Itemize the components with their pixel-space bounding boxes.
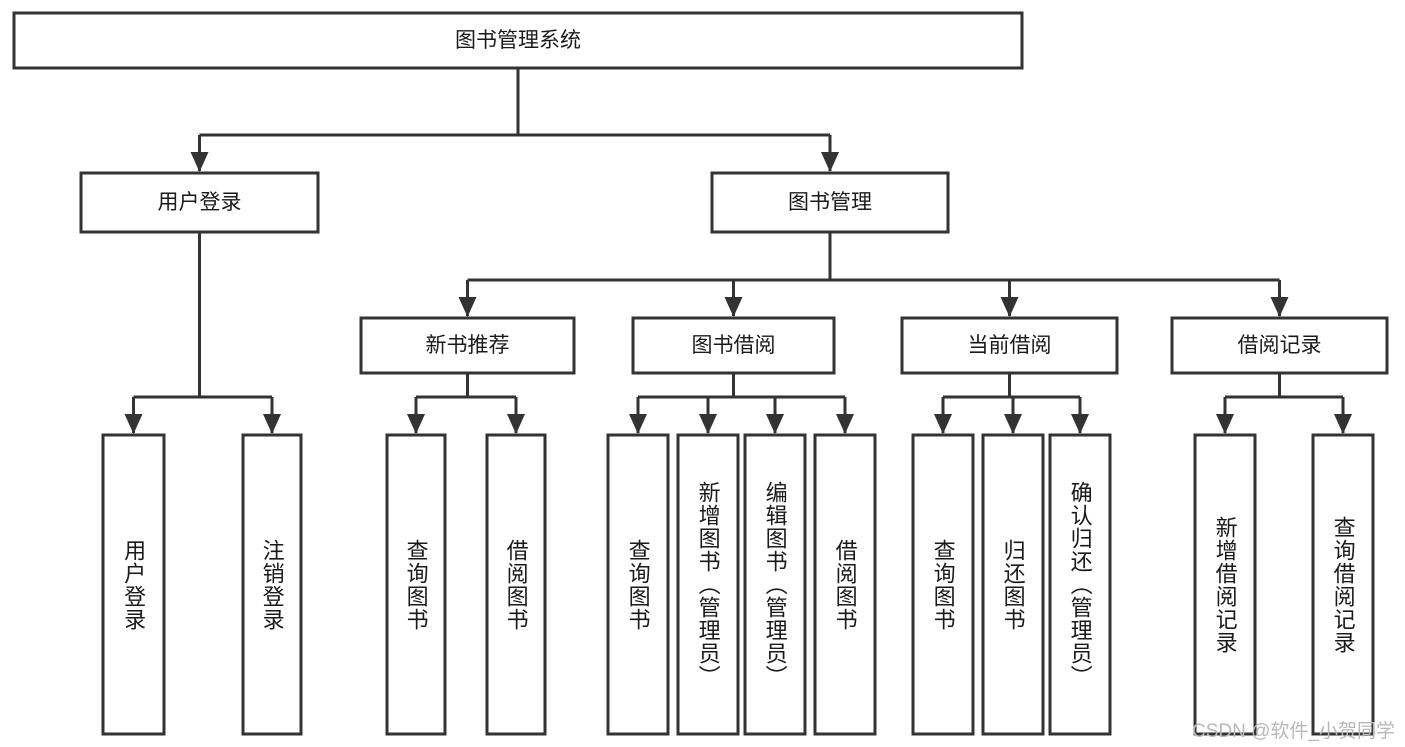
node-box-current-borrow[interactable] [900,316,1119,375]
node-box-leaf-query-book-2[interactable] [606,433,670,736]
arrow-head-icon [407,414,425,434]
node-label-root: 图书管理系统 [455,29,581,52]
node-box-leaf-edit-book[interactable] [743,433,807,736]
node-box-leaf-borrow-book-2[interactable] [813,433,877,736]
node-box-leaf-logout-login[interactable] [241,433,303,736]
node-box-borrow-record[interactable] [1170,316,1389,375]
arrow-head-icon [724,297,743,317]
arrow-head-icon [836,414,854,434]
node-box-user-login[interactable] [79,171,320,234]
node-box-book-management[interactable] [710,171,950,234]
arrow-head-icon [1000,297,1019,317]
arrow-head-icon [124,414,143,434]
arrow-head-icon [458,297,477,317]
node-label-current-borrow: 当前借阅 [968,334,1052,357]
arrow-head-icon [263,414,281,434]
arrow-head-icon [821,152,839,172]
node-box-leaf-add-record[interactable] [1193,433,1257,736]
arrow-head-icon [190,152,209,172]
node-label-book-management: 图书管理 [788,191,872,214]
node-box-root[interactable] [12,11,1024,70]
node-box-leaf-return-book[interactable] [981,433,1045,736]
node-box-leaf-confirm-return[interactable] [1048,433,1112,736]
arrow-head-icon [1216,414,1234,434]
arrow-head-icon [1071,414,1089,434]
node-boxes-layer [12,11,1389,736]
node-box-leaf-user-login[interactable] [101,433,166,736]
node-box-book-borrow[interactable] [631,316,836,375]
node-label-borrow-record: 借阅记录 [1238,334,1322,357]
csdn-watermark: CSDN @软件_小贺同学 [1192,721,1395,742]
node-box-new-book-recommend[interactable] [359,316,576,375]
node-label-book-borrow: 图书借阅 [692,334,776,357]
arrow-head-icon [934,414,952,434]
node-box-leaf-borrow-book-1[interactable] [485,433,547,736]
arrow-head-icon [699,414,717,434]
arrow-head-icon [629,414,647,434]
arrow-head-icon [1270,297,1289,317]
arrow-head-icon [1004,414,1022,434]
node-box-leaf-query-book-3[interactable] [911,433,975,736]
connectors-layer [124,68,1352,434]
node-box-leaf-query-record[interactable] [1311,433,1375,736]
node-box-leaf-add-book[interactable] [676,433,740,736]
arrow-head-icon [507,414,525,434]
arrow-head-icon [1334,414,1352,434]
node-box-leaf-query-book-1[interactable] [385,433,447,736]
arrow-head-icon [766,414,784,434]
node-label-new-book-recommend: 新书推荐 [426,334,510,357]
node-label-user-login: 用户登录 [158,191,242,214]
